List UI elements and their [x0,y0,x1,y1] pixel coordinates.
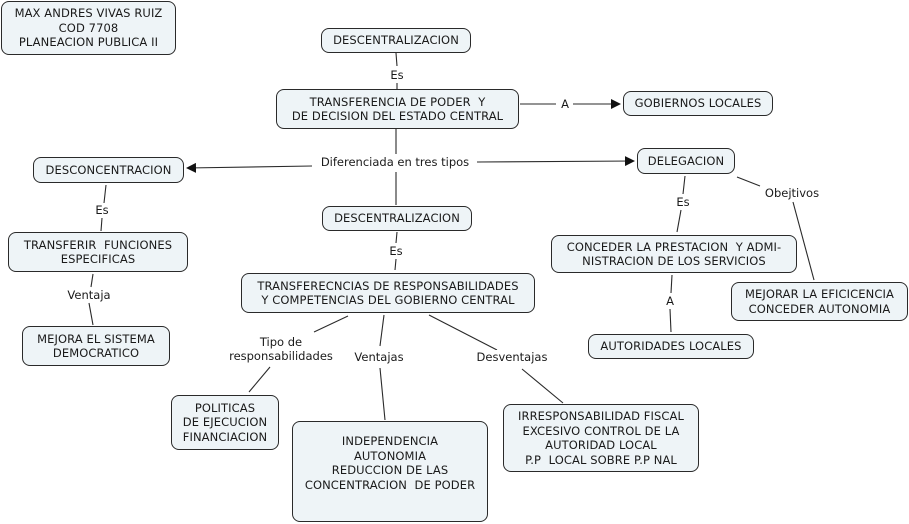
line-desventajas-irresp [521,368,564,404]
line-diferenciada-desconc [186,162,313,173]
node-transferencias-responsabilidades: TRANSFERECNCIAS DE RESPONSABILIDADES Y C… [241,273,535,313]
node-gobiernos-locales: GOBIERNOS LOCALES [623,91,773,116]
link-label-a: A [559,97,571,111]
link-label-diferenciada: Diferenciada en tres tipos [318,155,472,169]
line-transf-ventajas [379,314,385,347]
node-mejora-sistema: MEJORA EL SISTEMA DEMOCRATICO [22,326,170,366]
line-conceder-a [670,274,673,294]
line-es-transferencias [394,258,397,271]
line-ventaja-mejora [88,302,94,326]
link-label-a: A [664,294,676,308]
node-desconcentracion: DESCONCENTRACION [33,157,184,183]
line-tipo-politicas [248,366,271,393]
node-irresponsabilidad: IRRESPONSABILIDAD FISCAL EXCESIVO CONTRO… [503,404,699,472]
node-descentralizacion-mid: DESCENTRALIZACION [322,206,472,231]
line-transf-tipo [313,315,349,333]
line-objetivos-mejorar [792,201,815,281]
line-es-transferir [100,217,103,232]
node-delegacion: DELEGACION [637,148,735,174]
link-label-es: Es [674,195,692,209]
link-label-desventajas: Desventajas [474,350,550,364]
node-descentralizacion-top: DESCENTRALIZACION [321,28,471,53]
link-label-es: Es [388,68,406,82]
line-deleg-objetivos [736,176,761,187]
link-label-tipo-responsabilidades: Tipo de responsabilidades [227,335,335,363]
node-autoridades-locales: AUTORIDADES LOCALES [588,334,754,359]
line-ventajas-indep [379,367,386,421]
link-label-objetivos: Obejtivos [762,186,822,200]
node-transferir-funciones: TRANSFERIR FUNCIONES ESPECIFICAS [8,232,188,272]
line-deleg-es [682,175,686,195]
link-label-ventajas: Ventajas [352,350,406,364]
line-transf-desventajas [428,314,498,351]
link-label-es: Es [387,244,405,258]
node-politicas: POLITICAS DE EJECUCION FINANCIACION [171,395,279,450]
line-desc-es [395,52,398,67]
node-mejorar-eficiencia: MEJORAR LA EFICICENCIA CONCEDER AUTONOMI… [731,282,908,321]
line-transferir-ventaja [90,273,94,288]
line-diferenciada-delegacion [476,156,635,167]
link-label-ventaja: Ventaja [65,288,113,302]
author-info-node: MAX ANDRES VIVAS RUIZ COD 7708 PLANEACIO… [1,1,176,55]
line-descmid-es [395,231,398,244]
line-desconc-es [103,184,107,204]
node-conceder-prestacion: CONCEDER LA PRESTACION Y ADMI- NISTRACIO… [551,235,797,273]
node-independencia: INDEPENDENCIA AUTONOMIA REDUCCION DE LAS… [292,421,488,522]
link-label-es: Es [93,203,111,217]
node-transferencia-poder: TRANSFERENCIA DE PODER Y DE DECISION DEL… [276,89,519,129]
line-es-conceder [676,209,682,233]
line-a-autoridades [669,308,672,333]
